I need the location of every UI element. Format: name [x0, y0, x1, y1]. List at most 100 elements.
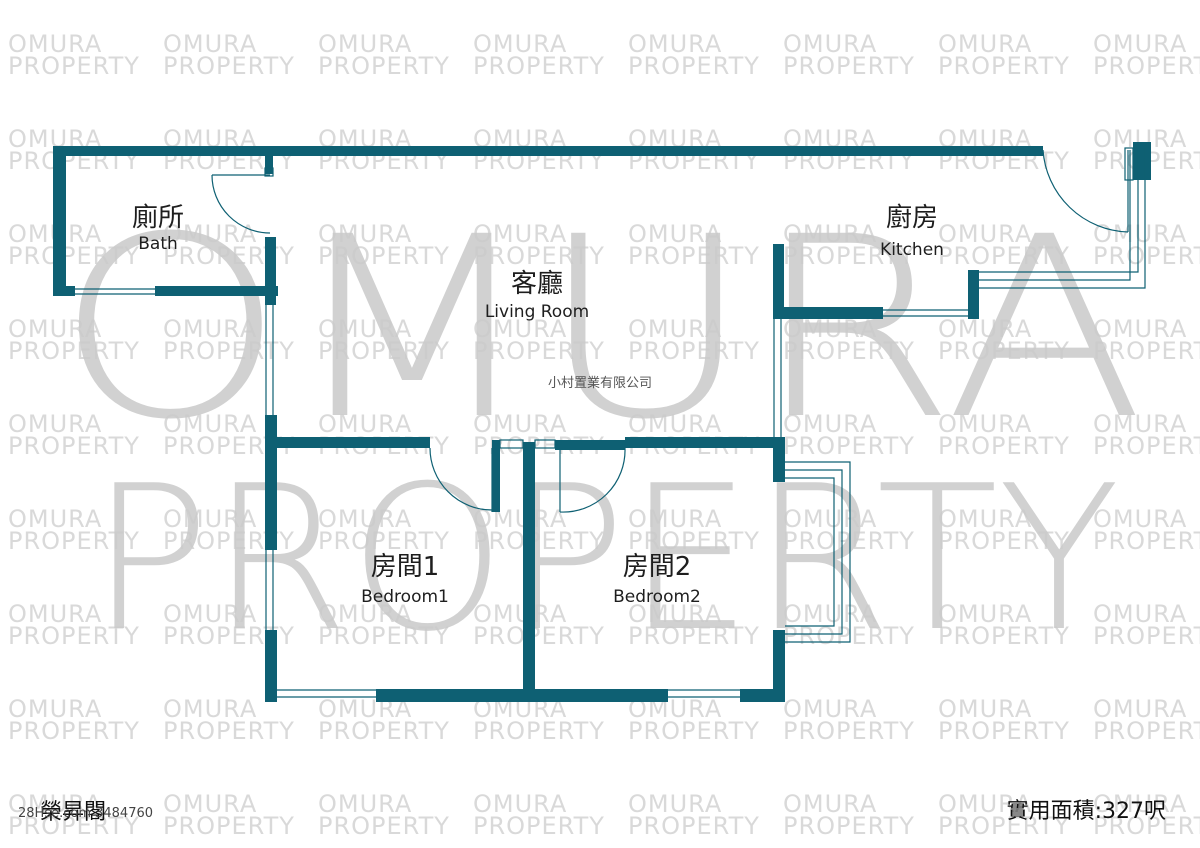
watermark-tile-line1: OMURA — [938, 695, 1032, 723]
watermark-tile-line1: OMURA — [473, 410, 567, 438]
watermark-tile-line2: PROPERTY — [938, 717, 1070, 745]
door-bath — [211, 174, 271, 234]
watermark-tile-line1: OMURA — [783, 30, 877, 58]
watermark-tile-line2: PROPERTY — [1093, 52, 1200, 80]
door-bedroom2 — [559, 447, 626, 513]
watermark-tile-line1: OMURA — [1093, 30, 1187, 58]
watermark-tile-line1: OMURA — [318, 790, 412, 818]
door-bath-frame — [264, 167, 274, 177]
watermark-tile-line1: OMURA — [8, 505, 102, 533]
watermark-tile-line2: PROPERTY — [1093, 242, 1200, 270]
wall-bath-left — [53, 146, 66, 296]
wall-kitchen-left — [773, 244, 784, 319]
watermark-tile-line2: PROPERTY — [938, 432, 1070, 460]
watermark-tile-line1: OMURA — [318, 220, 412, 248]
watermark-tile-line1: OMURA — [473, 30, 567, 58]
wall-kitchen-step — [968, 270, 979, 319]
watermark-tile-line2: PROPERTY — [783, 717, 915, 745]
room-label-living-en: Living Room — [485, 302, 589, 322]
watermark-tile-line1: OMURA — [473, 790, 567, 818]
room-label-bedroom1-zh: 房間1 — [371, 552, 440, 582]
watermark-tile-line2: PROPERTY — [628, 242, 760, 270]
watermark-tile-line1: OMURA — [163, 410, 257, 438]
wall-kitchen-bottom — [773, 307, 883, 319]
watermark-tile-line2: PROPERTY — [628, 622, 760, 650]
watermark-tile-line1: OMURA — [318, 30, 412, 58]
watermark-tile-line2: PROPERTY — [318, 52, 450, 80]
watermark-tile-line2: PROPERTY — [473, 52, 605, 80]
wall-entrance — [1133, 142, 1151, 180]
watermark-tile-line2: PROPERTY — [8, 717, 140, 745]
window-bedroom1-left — [265, 550, 274, 630]
watermark-tile-line2: PROPERTY — [628, 812, 760, 840]
watermark-tile-line2: PROPERTY — [8, 242, 140, 270]
watermark-tile-line1: OMURA — [8, 600, 102, 628]
room-label-kitchen-en: Kitchen — [880, 240, 944, 260]
room-label-bedroom2-en: Bedroom2 — [613, 587, 701, 607]
window-kitchen — [883, 309, 968, 317]
wall-bath-bottom-b — [155, 286, 198, 296]
watermark-tile-line2: PROPERTY — [8, 527, 140, 555]
wall-bedroom2-right-a — [773, 437, 785, 482]
wall-bedroom-top-left — [265, 437, 430, 448]
watermark-tile-line2: PROPERTY — [783, 432, 915, 460]
door-entrance — [1042, 149, 1129, 233]
watermark-tile-line1: OMURA — [163, 600, 257, 628]
window-bedroom1-bottom — [277, 689, 376, 698]
watermark-tile-line2: PROPERTY — [938, 242, 1070, 270]
wall-bedroom-top-mid — [492, 440, 500, 512]
watermark-tile-line2: PROPERTY — [628, 527, 760, 555]
watermark-tile-line1: OMURA — [938, 790, 1032, 818]
watermark-tile-line1: OMURA — [318, 505, 412, 533]
watermark-tile-line1: OMURA — [938, 410, 1032, 438]
saleable-area: 實用面積:327呎 — [1006, 799, 1166, 824]
bay-window-bedroom2 — [785, 461, 851, 643]
watermark-tile-line2: PROPERTY — [783, 242, 915, 270]
wall-top — [53, 146, 1043, 156]
watermark-tile-line2: PROPERTY — [473, 527, 605, 555]
door-bedroom1 — [429, 447, 493, 512]
room-label-bedroom1-en: Bedroom1 — [361, 587, 449, 607]
watermark-tile-line2: PROPERTY — [1093, 337, 1200, 365]
room-label-living-zh: 客廳 — [511, 269, 563, 299]
watermark-tile-line2: PROPERTY — [163, 337, 295, 365]
wall-bath-bottom-a — [53, 286, 75, 296]
watermark-tile-line2: PROPERTY — [628, 52, 760, 80]
watermark-tile-line2: PROPERTY — [318, 812, 450, 840]
watermark-big-line2: PROPERTY — [90, 443, 1120, 676]
wall-bath-bottom-c — [198, 286, 278, 296]
room-label-bath-en: Bath — [138, 234, 178, 254]
room-label-bedroom2-zh: 房間2 — [623, 552, 692, 582]
agency-mark: 小村置業有限公司 — [548, 375, 652, 391]
watermark-tile-line2: PROPERTY — [8, 52, 140, 80]
watermark-tile-line2: PROPERTY — [1093, 432, 1200, 460]
watermark-tile-line1: OMURA — [1093, 220, 1187, 248]
window-kitchen-right — [979, 148, 1146, 289]
watermark-tile-line1: OMURA — [1093, 600, 1187, 628]
watermark-tile-line1: OMURA — [783, 220, 877, 248]
watermark-tile-line2: PROPERTY — [783, 337, 915, 365]
estate-name: 榮昇閣 — [40, 800, 107, 825]
watermark-tile-line1: OMURA — [628, 790, 722, 818]
watermark-tile-line1: OMURA — [628, 600, 722, 628]
watermark-tile-line1: OMURA — [783, 790, 877, 818]
watermark-tile-line1: OMURA — [783, 600, 877, 628]
window-bedroom2-bottom — [668, 689, 740, 698]
watermark-big-line1: OMURA — [55, 183, 1145, 474]
watermark-tile-line1: OMURA — [628, 30, 722, 58]
watermark-tile-line2: PROPERTY — [938, 337, 1070, 365]
watermark-tile-line2: PROPERTY — [473, 812, 605, 840]
watermark-tile-line1: OMURA — [8, 30, 102, 58]
watermark-tile-line1: OMURA — [1093, 315, 1187, 343]
watermark-tile-line1: OMURA — [8, 695, 102, 723]
watermark-tile-line1: OMURA — [628, 410, 722, 438]
watermark-tile-line2: PROPERTY — [163, 812, 295, 840]
watermark-tile-line1: OMURA — [163, 30, 257, 58]
windows — [75, 148, 1146, 698]
watermark-tile-line2: PROPERTY — [783, 622, 915, 650]
watermark-tile-line2: PROPERTY — [1093, 812, 1200, 840]
watermark-tile-line1: OMURA — [628, 315, 722, 343]
wall-bedroom1-left-a — [265, 415, 277, 550]
watermark-tile-line1: OMURA — [1093, 695, 1187, 723]
